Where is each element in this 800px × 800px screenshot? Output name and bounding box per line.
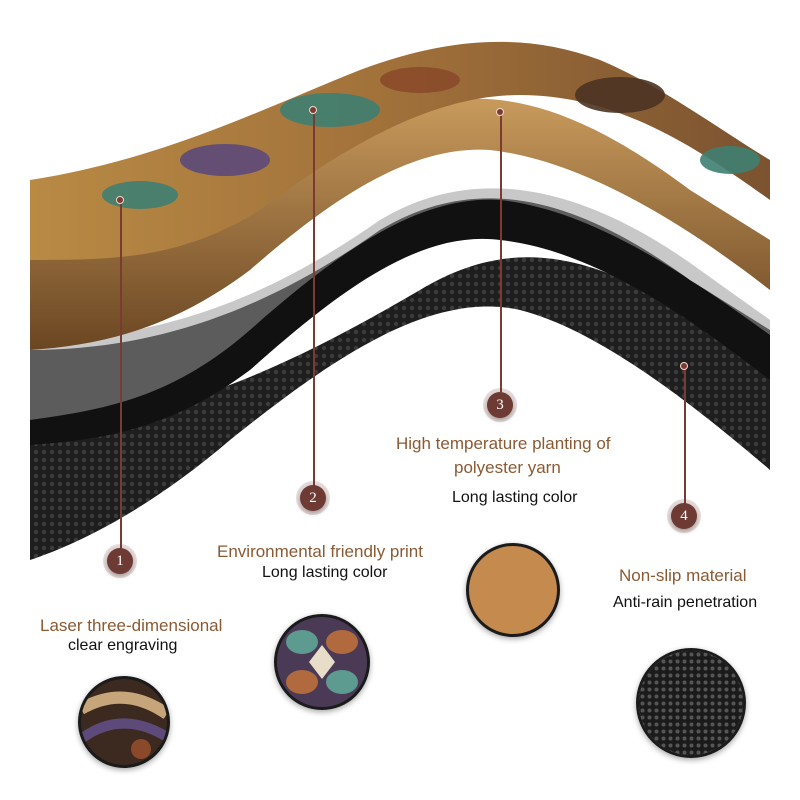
feature-3-title-line-2: polyester yarn [454,458,561,477]
feature-4-subtitle: Anti-rain penetration [613,594,758,611]
feature-3-title-line-1: High temperature planting of [396,434,611,453]
feature-1-title: Laser three-dimensional [40,616,223,635]
feature-badge-1: 1 [107,548,133,574]
rubber-swatch [636,648,746,758]
feature-badge-2: 2 [300,485,326,511]
callout-dot-1 [116,196,124,204]
callout-line-1 [120,200,122,552]
feature-badge-3: 3 [487,392,513,418]
rubber-base-layer [30,257,770,560]
feature-2-subtitle: Long lasting color [262,564,388,581]
callout-line-4 [684,366,686,504]
feature-1-subtitle: clear engraving [68,637,178,654]
feature-3-subtitle: Long lasting color [452,489,578,506]
callout-dot-3 [496,108,504,116]
feature-4-title: Non-slip material [619,566,747,585]
yarn-pile-layer [30,98,770,350]
yarn-swatch [466,543,560,637]
engraving-swatch [78,676,170,768]
feature-badge-4: 4 [671,503,697,529]
callout-dot-4 [680,362,688,370]
feature-2-title: Environmental friendly print [217,542,423,561]
silver-edge-layer [30,188,770,420]
callout-line-2 [313,110,315,488]
callout-line-3 [500,112,502,392]
inner-backing-layer [30,198,770,445]
callout-dot-2 [309,106,317,114]
print-swatch [274,614,370,710]
top-print-motifs [102,67,760,209]
